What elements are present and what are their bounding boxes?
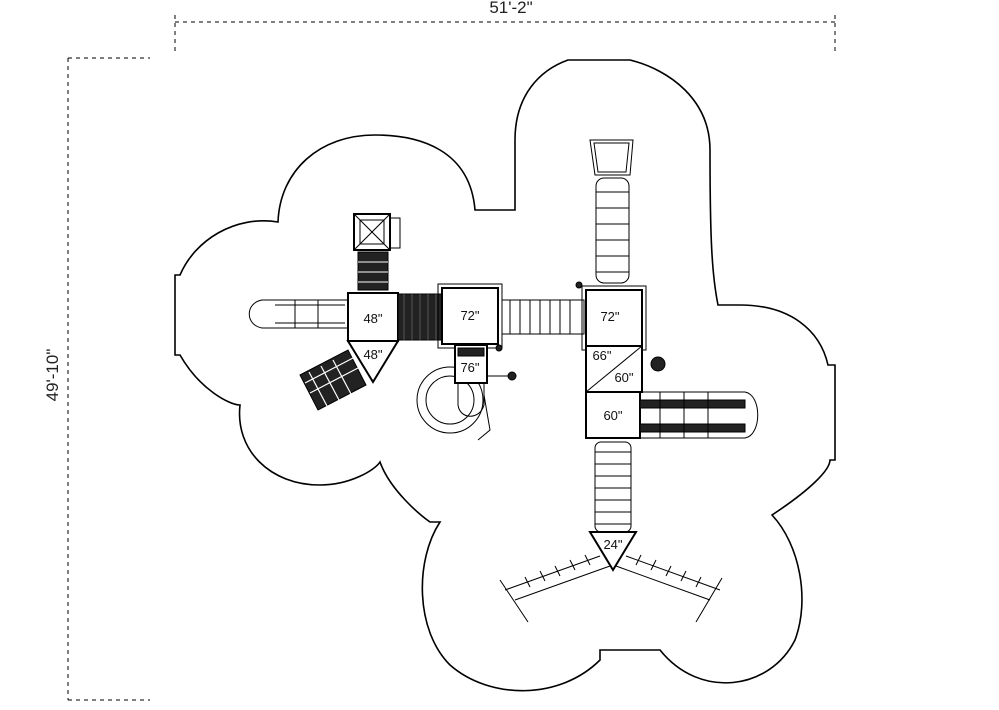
- left-net-climber: [299, 349, 367, 411]
- deck-right-top-label: 72": [600, 309, 619, 324]
- left-wave-slide: [248, 299, 349, 329]
- width-dimension: 51'-2": [174, 0, 836, 52]
- deck-center-label: 72": [460, 308, 479, 323]
- deck-left-main: 48": [347, 292, 399, 342]
- bottom-stairs: [594, 441, 632, 533]
- width-label: 51'-2": [489, 0, 532, 17]
- safety-zone-outline: [174, 59, 836, 692]
- tube-slide: [589, 139, 634, 284]
- climber-tower: [353, 213, 401, 291]
- deck-left-triangle-label: 48": [363, 347, 382, 362]
- deck-bottom-triangle: 24": [588, 531, 638, 572]
- deck-left-triangle: 48": [346, 340, 400, 384]
- right-double-slide: [639, 391, 759, 439]
- height-label: 49'-10": [43, 349, 62, 402]
- deck-right-middle: 66" 60": [585, 345, 666, 393]
- deck-small-label: 76": [460, 360, 479, 375]
- deck-right-tri-upper-label: 66": [592, 348, 611, 363]
- height-dimension: 49'-10": [43, 57, 150, 701]
- left-bridge: [397, 293, 443, 341]
- deck-right-tri-lower-label: 60": [614, 370, 633, 385]
- deck-right-bottom-label: 60": [603, 408, 622, 423]
- deck-right-top: 72": [581, 285, 647, 351]
- bottom-right-climber: [615, 554, 723, 623]
- deck-right-bottom: 60": [585, 391, 641, 439]
- deck-left-main-label: 48": [363, 311, 382, 326]
- bottom-left-climber: [499, 554, 611, 623]
- center-right-bridge: [501, 281, 585, 335]
- spiral-slide: 76": [416, 344, 517, 441]
- deck-center: 72": [437, 283, 503, 349]
- deck-bottom-triangle-label: 24": [603, 537, 622, 552]
